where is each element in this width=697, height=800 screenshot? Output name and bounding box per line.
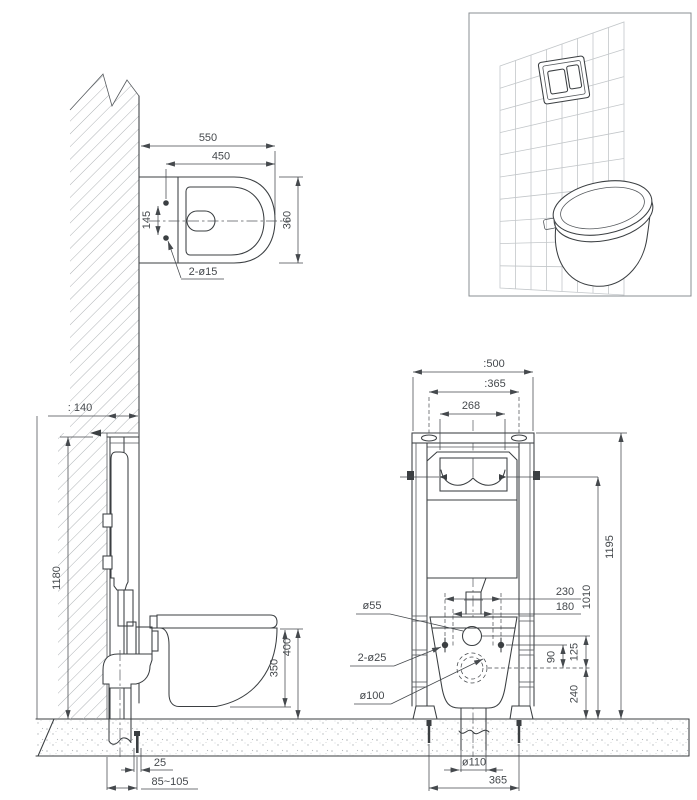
dim-outlet-offset: 25 (154, 757, 166, 769)
dim-hole-spacing: 145 (141, 211, 153, 229)
anchor-slot (510, 434, 528, 442)
drain-circle-outer (456, 652, 488, 684)
side-clip (533, 471, 540, 480)
flush-plate-3d (537, 55, 591, 105)
big-flush-button (547, 68, 569, 95)
side-view: : 140 1180 350 400 25 85~105 (36, 73, 303, 791)
frame-top-bar (411, 432, 535, 444)
frame-clip (102, 555, 113, 570)
label-drain-dia: ø100 (359, 690, 384, 702)
flush-pipe-section (461, 625, 483, 647)
dim-flush-to-drain: 125 (569, 643, 581, 661)
floor-anchor-head (516, 720, 522, 726)
dim-bowl-height: 350 (269, 659, 281, 677)
fix-bolt (441, 641, 449, 649)
flush-pipe-side (117, 589, 134, 627)
bowl-side-profile (159, 627, 278, 708)
bowl-rear (429, 616, 518, 709)
fix-hole (163, 200, 169, 206)
upper-wall-hatch (70, 74, 139, 433)
bowl-inlet (151, 630, 159, 652)
label-flush-pipe-dia: ø55 (363, 600, 382, 612)
flush-buttons (440, 469, 506, 486)
front-view: :500 :365 268 230 180 ø55 2-ø25 ø100 1 (350, 358, 627, 791)
seat-outline-inner (185, 186, 265, 256)
wall-break-symbol (69, 73, 140, 111)
body-valve-detail (543, 217, 556, 230)
floor (35, 718, 690, 757)
dim-bolt-spacing-outer: 230 (556, 586, 574, 598)
toilet-3d (543, 180, 654, 287)
top-view: 550 450 360 145 2-ø15 (138, 132, 303, 280)
frame-clip (102, 513, 113, 528)
dim-drain-height: 240 (569, 685, 581, 703)
floor-anchor-rod (136, 736, 139, 753)
frame-rung (518, 649, 535, 656)
frame-rung (518, 615, 535, 622)
pipe-break (458, 729, 490, 735)
flush-plate-opening (439, 457, 508, 492)
cistern-side-profile (110, 451, 129, 591)
dim-bolt-spacing-inner: 180 (556, 601, 574, 613)
dim-frame-depth: : 140 (68, 402, 92, 414)
dim-button-height: 1010 (581, 585, 593, 609)
dim-rim-height: 400 (282, 638, 294, 656)
seat-outline-outer (177, 176, 276, 264)
frame-foot (412, 705, 438, 720)
wall-anchor-arrow (90, 429, 101, 437)
dim-frame-height-front: 1195 (604, 535, 616, 559)
dim-bolt-to-drain: 90 (546, 651, 558, 663)
dim-frame-width: :500 (483, 358, 504, 370)
dim-width: 360 (282, 211, 294, 229)
drain-elbow (102, 653, 153, 689)
frame-foot (509, 705, 534, 720)
fix-bolt (497, 641, 505, 649)
floor-anchor-rod (427, 726, 431, 743)
floor-break-line (37, 718, 55, 757)
label-fix-bolts: 2-ø25 (358, 652, 387, 664)
dim-plate-width: 268 (462, 400, 480, 412)
frame-rung (518, 681, 535, 688)
dim-frame-height-side: 1180 (51, 566, 63, 590)
small-flush-button (566, 64, 583, 90)
dim-anchor-spacing-top: :365 (484, 378, 505, 390)
dim-bowl-depth: 450 (212, 151, 230, 163)
dim-anchor-spacing-bottom: 365 (489, 775, 507, 787)
seat-lid-profile (156, 614, 278, 629)
dim-outlet-dia: ø110 (462, 757, 486, 769)
drain-circle-inner (460, 656, 484, 680)
dim-overall-depth: 550 (199, 132, 217, 144)
pipe-break (108, 737, 132, 745)
floor-anchor-head (426, 720, 432, 726)
floor-anchor-rod (517, 726, 521, 743)
side-clip (407, 471, 414, 480)
lower-wall-hatch (58, 433, 107, 719)
label-fix-holes: 2-ø15 (189, 266, 218, 278)
dim-outlet-range: 85~105 (151, 776, 188, 788)
frame-rung (411, 681, 428, 688)
perspective-inset (468, 12, 692, 297)
fix-hole (163, 235, 169, 241)
lid-hinge (149, 615, 158, 629)
flush-hole (186, 210, 216, 232)
floor-anchor-head (134, 731, 140, 736)
anchor-slot (420, 434, 438, 442)
